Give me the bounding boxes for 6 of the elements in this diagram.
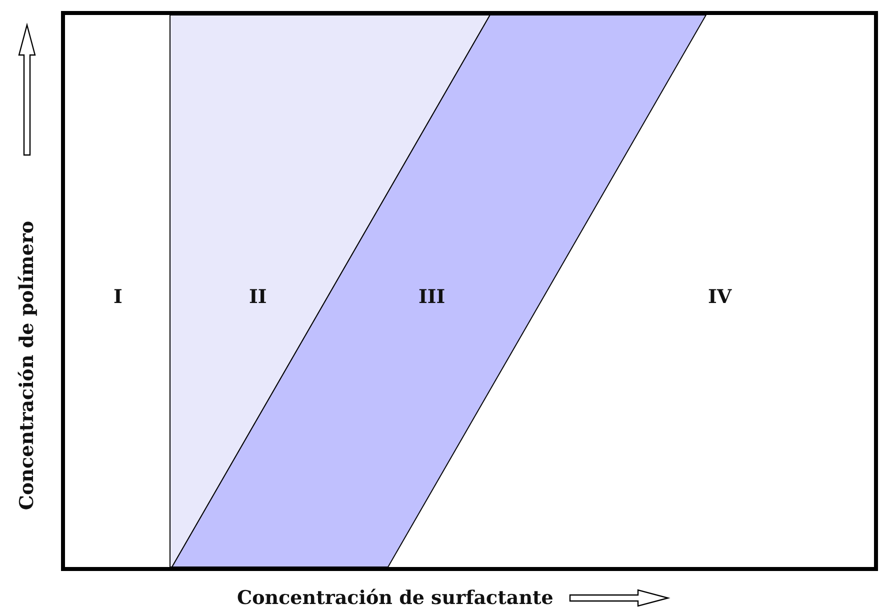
- region-label: II: [249, 288, 267, 306]
- axis-title: Concentración de surfactante: [237, 588, 554, 608]
- region-label: I: [114, 288, 122, 306]
- axis-title: Concentración de polímero: [18, 220, 37, 510]
- region-label: III: [418, 288, 446, 306]
- region-label: IV: [708, 288, 732, 306]
